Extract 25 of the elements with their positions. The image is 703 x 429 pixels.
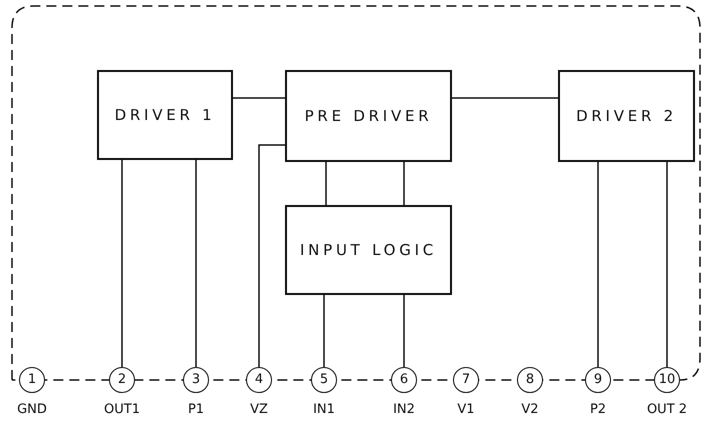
pin-name: GND bbox=[17, 401, 47, 419]
connector-line bbox=[325, 162, 327, 205]
pin-name: OUT 2 bbox=[646, 401, 688, 419]
connector-line bbox=[195, 160, 197, 367]
pin-name: OUT1 bbox=[104, 401, 140, 419]
pin-name: V2 bbox=[521, 401, 539, 419]
connector-line bbox=[323, 295, 325, 367]
block-box: DRIVER 1 bbox=[97, 70, 233, 160]
pin-name: V1 bbox=[457, 401, 475, 419]
block-box: INPUT LOGIC bbox=[285, 205, 452, 295]
pin-name: IN1 bbox=[313, 401, 335, 419]
block-box: PRE DRIVER bbox=[285, 70, 452, 162]
connector-line bbox=[403, 295, 405, 367]
connector-line bbox=[233, 97, 285, 99]
pin-name: P1 bbox=[188, 401, 204, 419]
connector-line bbox=[597, 162, 599, 367]
pin-name: IN2 bbox=[393, 401, 415, 419]
block-box: DRIVER 2 bbox=[558, 70, 695, 162]
pin-name: P2 bbox=[590, 401, 606, 419]
connector-line bbox=[121, 160, 123, 367]
connector-line bbox=[666, 162, 668, 367]
connector-line bbox=[403, 162, 405, 205]
connector-line bbox=[452, 97, 558, 99]
pin-name: VZ bbox=[250, 401, 268, 419]
connector-line bbox=[258, 144, 285, 367]
